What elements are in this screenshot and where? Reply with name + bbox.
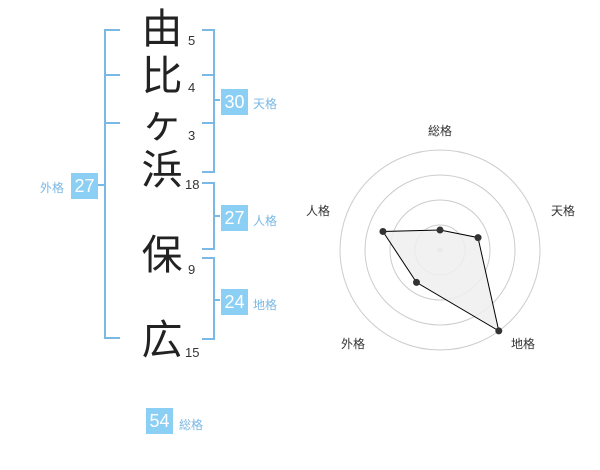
radar-ring-3 bbox=[364, 174, 516, 326]
radar-label-gaikaku: 外格 bbox=[341, 337, 366, 351]
radar-point-3 bbox=[495, 327, 503, 335]
soukaku-label: 総格 bbox=[179, 418, 204, 432]
radar-point-5 bbox=[379, 227, 387, 235]
stroke-count-1: 5 bbox=[188, 33, 196, 48]
stroke-count-2: 4 bbox=[188, 80, 196, 95]
chikaku-value-box: 24 bbox=[221, 289, 248, 315]
chikaku-bracket bbox=[202, 257, 215, 340]
stroke-count-3: 3 bbox=[188, 128, 196, 143]
gaikaku-value-box: 27 bbox=[71, 173, 98, 199]
radar-point-4 bbox=[412, 278, 420, 286]
name-char-6: 広 bbox=[141, 316, 183, 364]
soukaku-value-box: 54 bbox=[146, 408, 173, 434]
stroke-count-6: 15 bbox=[185, 345, 200, 360]
radar-label-soukaku: 総格 bbox=[428, 124, 453, 138]
tenkaku-value-box: 30 bbox=[221, 89, 248, 115]
chikaku-label: 地格 bbox=[253, 298, 278, 312]
radar-ring-4 bbox=[339, 149, 541, 351]
jinkaku-value-box: 27 bbox=[221, 205, 248, 231]
name-char-4: 浜 bbox=[141, 146, 183, 194]
gaikaku-label: 外格 bbox=[40, 181, 65, 195]
radar-label-chikaku: 地格 bbox=[511, 337, 536, 351]
tenkaku-label: 天格 bbox=[253, 97, 278, 111]
name-char-1: 由 bbox=[141, 5, 183, 53]
radar-ring-2 bbox=[389, 199, 491, 301]
name-char-5: 保 bbox=[141, 231, 183, 279]
name-char-2: 比 bbox=[141, 52, 183, 100]
radar-polygon bbox=[381, 229, 500, 332]
radar-label-jinkaku: 人格 bbox=[306, 204, 331, 218]
radar-label-tenkaku: 天格 bbox=[551, 204, 576, 218]
jinkaku-label: 人格 bbox=[253, 214, 278, 228]
stroke-count-4: 18 bbox=[185, 177, 200, 192]
name-char-3: ヶ bbox=[141, 99, 183, 147]
radar-point-2 bbox=[474, 234, 482, 242]
stroke-count-5: 9 bbox=[188, 262, 196, 277]
radar-point-1 bbox=[436, 226, 444, 234]
